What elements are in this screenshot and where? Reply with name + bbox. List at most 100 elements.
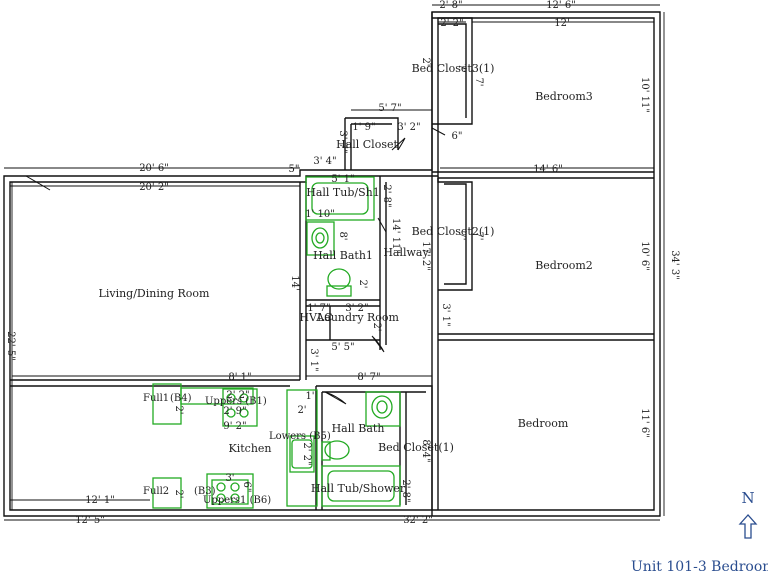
toilet-fixture: [324, 440, 350, 460]
dim: 8' 4": [420, 439, 431, 462]
dim: 32' 2": [403, 515, 433, 526]
dim: 14' 11": [390, 218, 401, 254]
dim: 20' 6": [139, 163, 169, 174]
dim: 3' 1": [308, 348, 319, 371]
dim: 1' 9": [352, 122, 375, 133]
dim: 6": [241, 482, 252, 493]
dim: 2': [357, 279, 368, 288]
label-b4: (B4): [170, 393, 192, 404]
label-uppers1: Uppers1 (B6): [203, 495, 271, 506]
room-hall-bath1: Hall Bath1: [313, 249, 373, 262]
dim: 1': [305, 391, 314, 402]
dim: 7': [456, 231, 467, 240]
dim: 8': [337, 231, 348, 240]
north-arrow: N: [738, 489, 758, 539]
room-kitchen: Kitchen: [229, 442, 272, 455]
fixtures: [152, 176, 401, 509]
label-uppers: Uppers (B1): [205, 396, 267, 407]
room-bedroom2: Bedroom2: [535, 259, 593, 272]
dim: 7': [456, 63, 467, 72]
dim: 20' 2": [139, 182, 169, 193]
dim: 3' 2": [345, 303, 368, 314]
vanity1-fixture: [306, 221, 335, 256]
unit-title: Unit 101-3 Bedroom: [631, 559, 768, 575]
room-hall-bath: Hall Bath: [332, 422, 385, 435]
dimension-lines: [4, 4, 665, 521]
dim: 2': [371, 322, 382, 331]
dim: 2' 8": [439, 0, 462, 11]
doors: [25, 127, 446, 405]
room-bed-closet1: Bed Closet(1): [378, 441, 454, 454]
north-arrow-icon: [738, 514, 758, 539]
room-living-dining: Living/Dining Room: [99, 287, 210, 300]
uppers1-fixture: [206, 473, 254, 509]
lowers-fixture: [286, 389, 318, 507]
room-bedroom3: Bedroom3: [535, 90, 593, 103]
dim: 2' 8": [400, 479, 411, 502]
room-bedroom: Bedroom: [518, 417, 569, 430]
dim: 2' 2": [226, 390, 249, 401]
dim: 3' 1": [440, 303, 451, 326]
uppers-fixture: [180, 387, 254, 405]
dim: 10' 6": [639, 241, 650, 271]
dim: 2' 2": [440, 18, 463, 29]
dim: 34' 3": [669, 250, 680, 280]
dim: 12' 1": [85, 495, 115, 506]
room-hall-closet: Hall Closet: [336, 138, 398, 151]
room-laundry: Laundry Room: [317, 311, 400, 324]
dim: 22' 5": [5, 331, 16, 361]
dimension-labels: 2' 8" 12' 6" 2' 2" 12' 2' 7' 7' 10' 11" …: [5, 0, 680, 526]
dim: 3' 7": [337, 130, 348, 153]
label-full1: Full1: [143, 393, 169, 404]
dim: 2': [297, 405, 306, 416]
room-bed-closet2: Bed Closet2(1): [412, 225, 495, 238]
room-hvac: HVAC: [299, 311, 332, 324]
dim: 1' 7": [307, 303, 330, 314]
dim: 2': [173, 405, 184, 414]
dim: 7': [473, 77, 484, 86]
north-label: N: [741, 489, 754, 507]
hall-tub-shower-fixture: [321, 465, 401, 507]
full2-fixture: [152, 477, 182, 509]
dim: 12' 5": [75, 515, 105, 526]
dim: 2' 2": [301, 442, 312, 465]
room-labels: Bedroom3 Bedroom2 Bedroom Living/Dining …: [99, 62, 593, 495]
dim: 1' 10": [305, 209, 335, 220]
vanity-fixture: [365, 391, 401, 427]
dim: 12' 6": [546, 0, 576, 11]
dim: 3' 4": [313, 156, 336, 167]
hall-tub-sh1-fixture: [305, 176, 375, 221]
room-hall-tub-shower: Hall Tub/Shower: [311, 482, 406, 495]
dim: 12': [554, 18, 569, 29]
dim: 5' 7": [378, 103, 401, 114]
dim: 6": [452, 131, 463, 142]
dim: 5' 1": [331, 174, 354, 185]
dim: 11' 6": [639, 408, 650, 438]
full1-fixture: [152, 383, 182, 425]
fixture-labels: Full1 (B4) Uppers (B1) Full2 (B3) Uppers…: [143, 393, 331, 506]
dim: 14': [289, 275, 300, 290]
label-b3: (B3): [194, 486, 216, 497]
room-hall-tub-sh1: Hall Tub/Sh1: [306, 186, 379, 199]
dim: 5": [289, 164, 300, 175]
room-bed-closet3: Bed Closet3(1): [412, 62, 495, 75]
dim: 8' 1": [228, 372, 251, 383]
dim: 2' 9": [223, 406, 246, 417]
dim: 3': [225, 473, 234, 484]
dim: 17' 2": [420, 241, 431, 271]
dim: 8' 7": [357, 372, 380, 383]
dim: 9' 2": [223, 421, 246, 432]
dim: 2' 8": [381, 184, 392, 207]
room-hallway: Hallway: [383, 246, 429, 259]
label-full2: Full2: [143, 486, 169, 497]
dim: 7': [473, 231, 484, 240]
dim: 2': [420, 57, 431, 66]
toilet1-fixture: [327, 268, 351, 290]
dim: 14' 6": [533, 164, 563, 175]
dim: 10' 11": [639, 77, 650, 113]
dim: 3' 2": [397, 122, 420, 133]
dim: 2': [173, 489, 184, 498]
label-lowers: Lowers (B5): [269, 431, 331, 442]
dim: 5' 5": [331, 342, 354, 353]
